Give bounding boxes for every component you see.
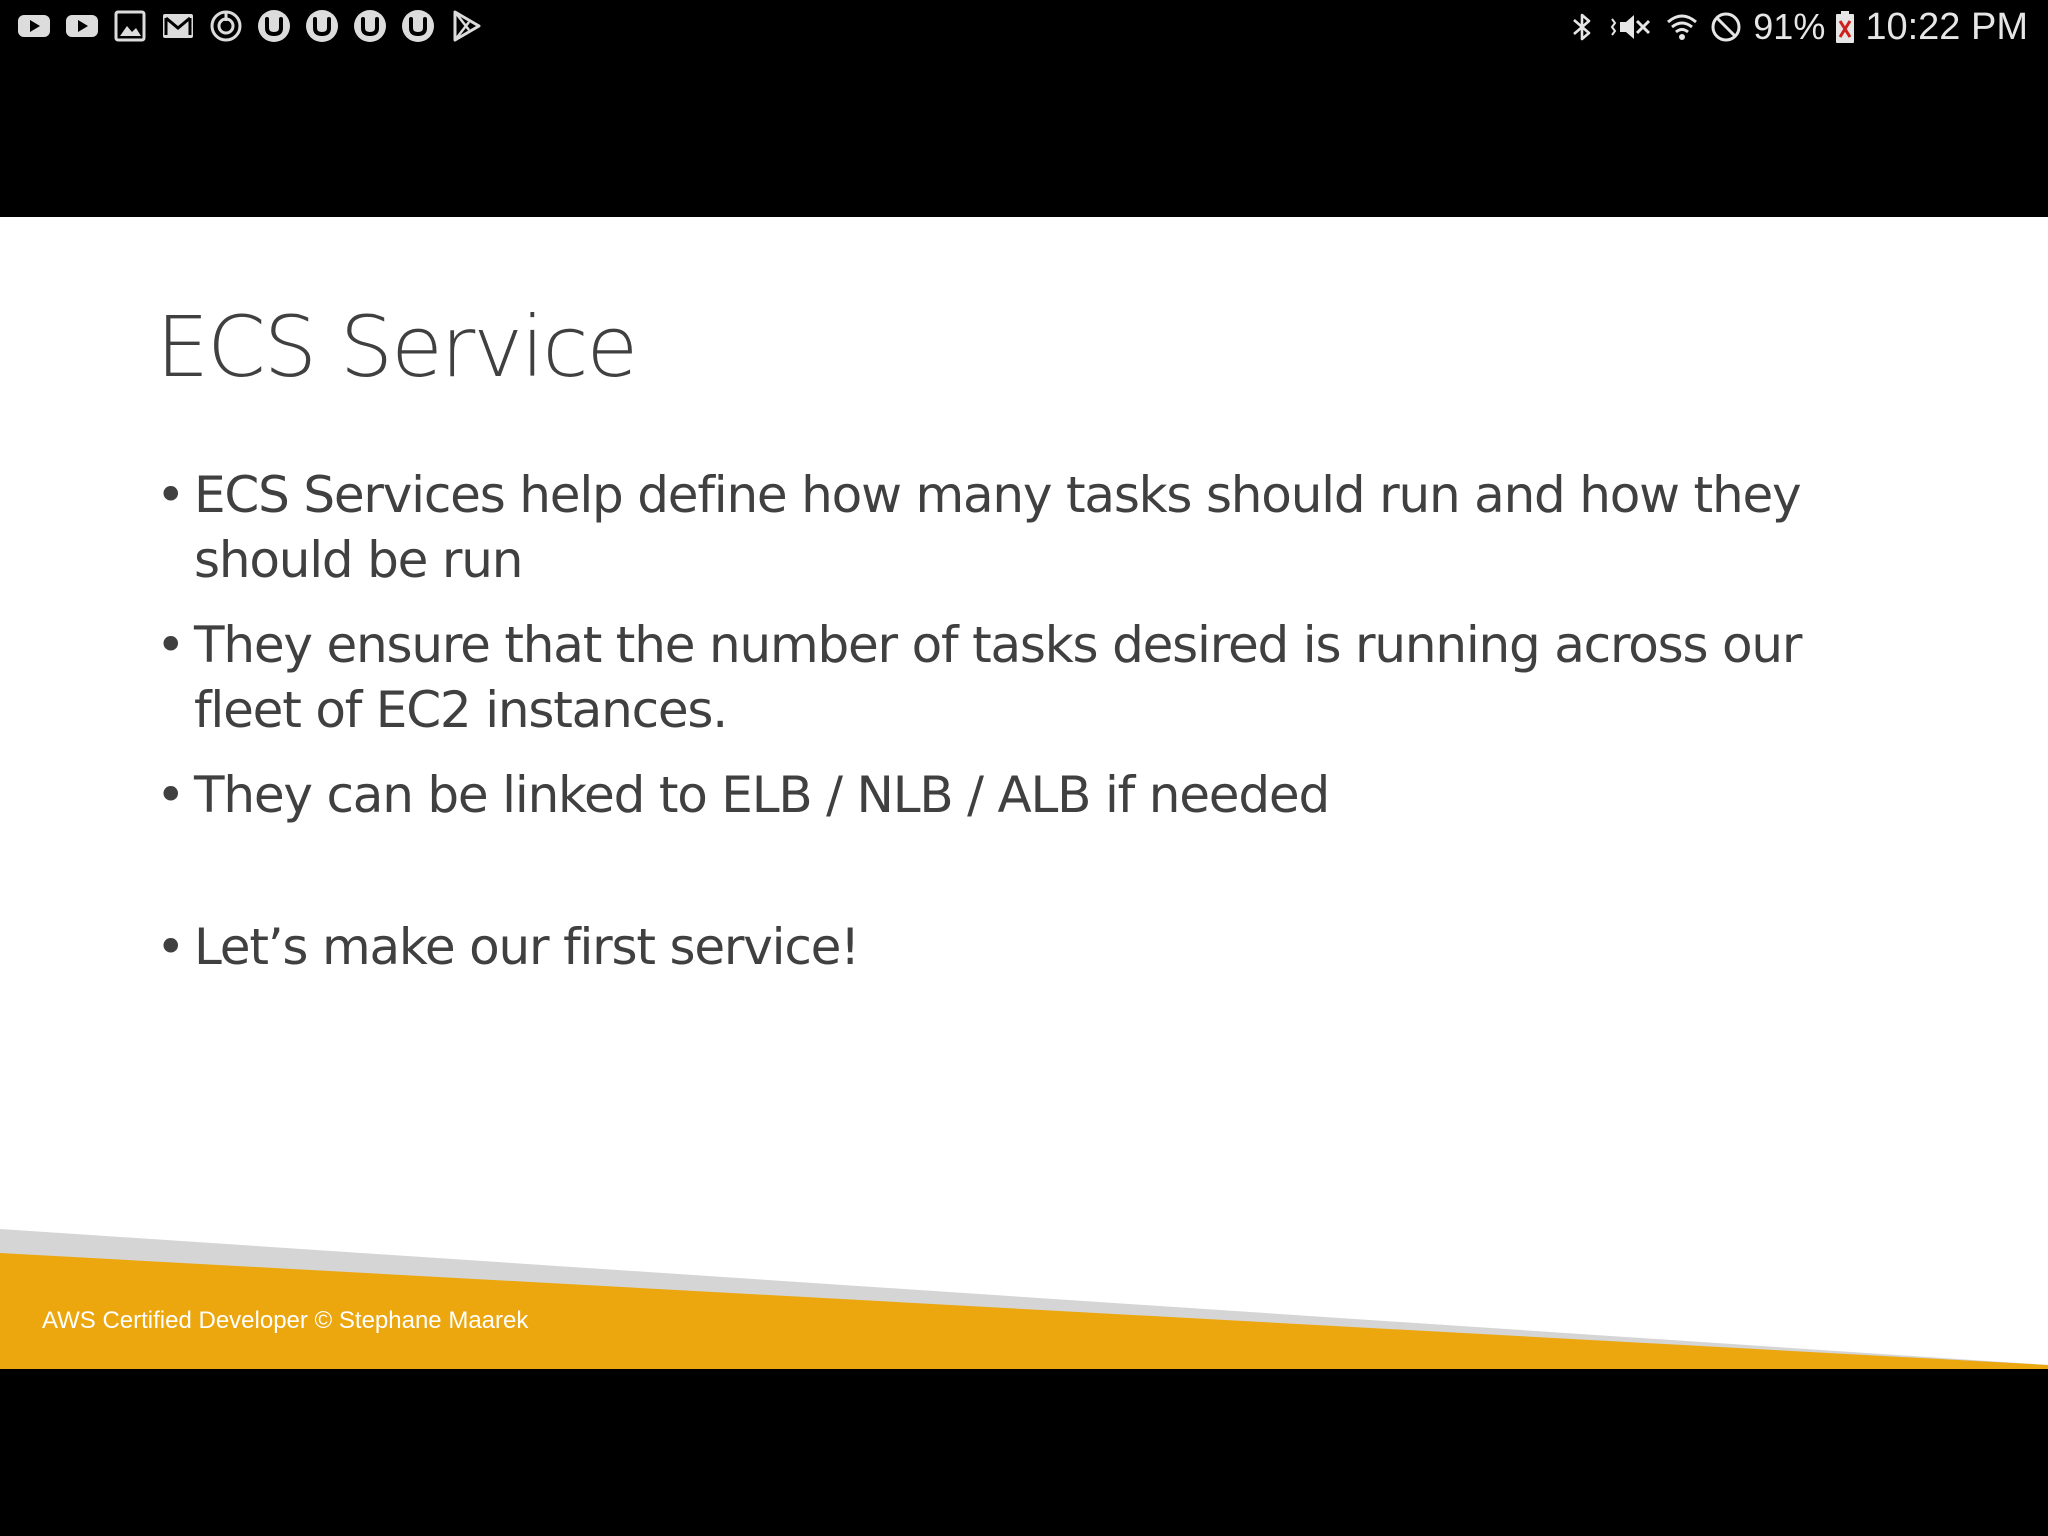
bullet-text: They can be linked to ELB / NLB / ALB if…	[194, 766, 1330, 824]
footer-gray-stripe	[0, 1229, 2048, 1369]
footer-copyright: AWS Certified Developer © Stephane Maare…	[42, 1307, 529, 1334]
udemy-icon[interactable]	[256, 8, 292, 44]
udemy-logo-icon	[1960, 1333, 1978, 1353]
udemy-icon[interactable]	[352, 8, 388, 44]
sync-icon[interactable]	[208, 8, 244, 44]
status-bar: 91% 10:22 PM	[0, 0, 2048, 54]
bullet-marker: •	[156, 918, 186, 976]
bullet-item: • ECS Services help define how many task…	[156, 463, 1896, 593]
bullet-text: They ensure that the number of tasks des…	[194, 616, 1802, 739]
bullet-marker: •	[156, 466, 186, 524]
slide-title: ECS Service	[156, 298, 638, 396]
do-not-disturb-icon	[1711, 12, 1741, 42]
youtube-icon[interactable]	[16, 8, 52, 44]
battery-percent: 91%	[1753, 6, 1826, 47]
system-icons: 91% 10:22 PM	[1565, 6, 2028, 48]
udemy-icon[interactable]	[400, 8, 436, 44]
udemy-watermark: Udemy	[1954, 1327, 2042, 1357]
bullet-text: ECS Services help define how many tasks …	[194, 466, 1802, 589]
bullet-text: Let’s make our first service!	[194, 918, 860, 976]
gallery-icon[interactable]	[112, 8, 148, 44]
bullet-list: • ECS Services help define how many task…	[156, 463, 1896, 1000]
watermark-text: Udemy	[1988, 1332, 2042, 1351]
udemy-icon[interactable]	[304, 8, 340, 44]
bullet-marker: •	[156, 616, 186, 674]
notification-icons	[16, 8, 484, 44]
wifi-icon	[1667, 14, 1698, 40]
gmail-icon[interactable]	[160, 8, 196, 44]
youtube-icon[interactable]	[64, 8, 100, 44]
bullet-item: • They ensure that the number of tasks d…	[156, 613, 1896, 743]
bullet-item: • They can be linked to ELB / NLB / ALB …	[156, 763, 1896, 828]
bluetooth-icon	[1573, 13, 1591, 41]
bullet-marker: •	[156, 766, 186, 824]
bullet-item: • Let’s make our first service!	[156, 915, 1896, 980]
play-store-icon[interactable]	[448, 8, 484, 44]
clock: 10:22 PM	[1865, 6, 2028, 48]
presentation-slide[interactable]: ECS Service • ECS Services help define h…	[0, 217, 2048, 1369]
battery-icon	[1836, 11, 1855, 43]
vibrate-mute-icon	[1611, 15, 1651, 39]
